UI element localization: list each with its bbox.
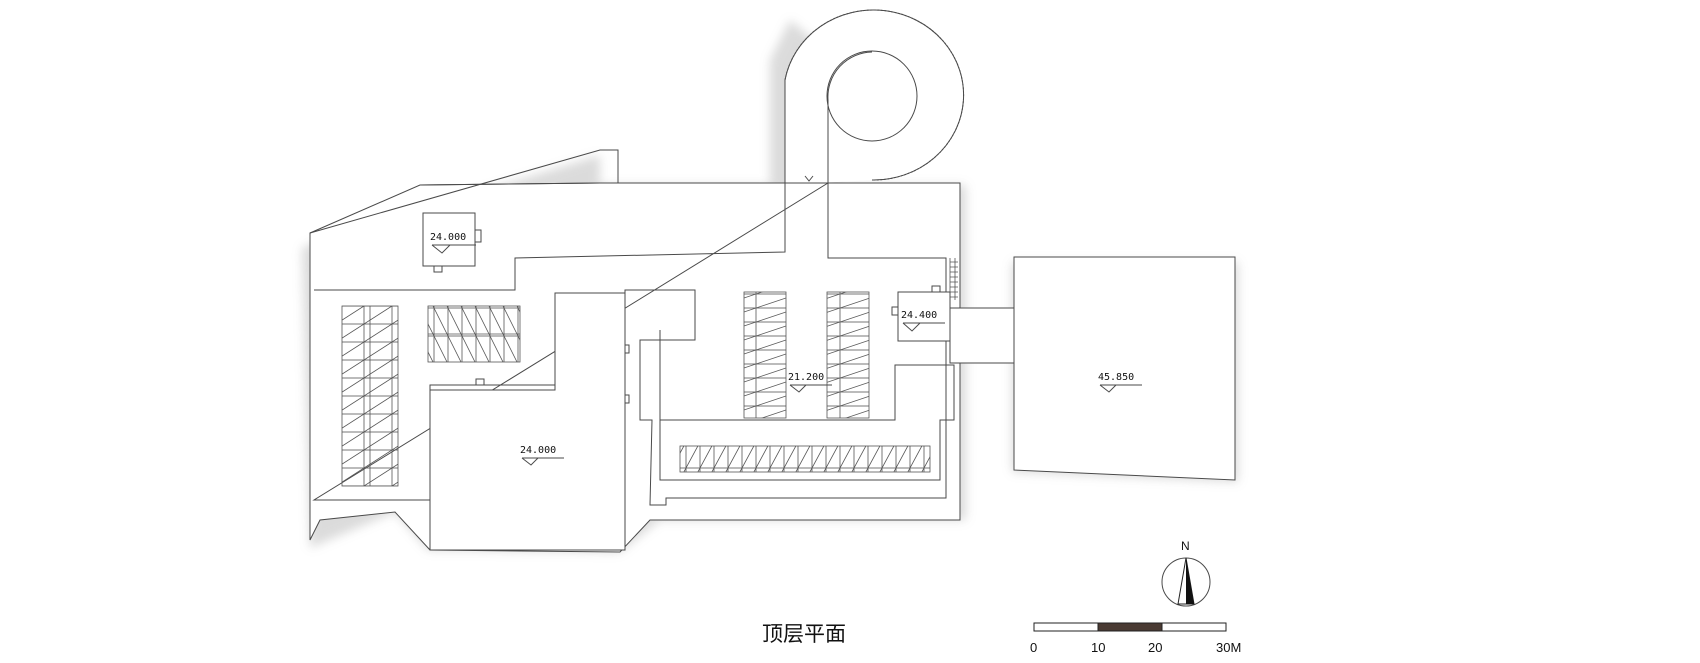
ramp-arrow-icon xyxy=(804,175,814,182)
elevation-upper-left: 24.000 xyxy=(430,232,476,254)
elevation-right: 24.400 xyxy=(901,310,945,332)
elevation-label: 24.000 xyxy=(520,445,556,456)
drawing-title: 顶层平面 xyxy=(762,622,846,646)
scale-bar: 0 10 20 30M xyxy=(1030,622,1241,655)
elevation-east: 45.850 xyxy=(1098,372,1142,393)
scale-label-20: 20 xyxy=(1148,640,1162,655)
elevation-label: 21.200 xyxy=(788,372,824,383)
elevation-label: N xyxy=(1181,539,1190,553)
parking-bay-south xyxy=(679,445,931,473)
stair-core-upper-left xyxy=(422,212,482,273)
north-arrow-icon xyxy=(1186,558,1194,604)
east-roof-block xyxy=(949,256,1236,481)
elevation-label: 24.000 xyxy=(430,232,466,243)
parking-bay-center-a xyxy=(743,291,787,419)
scale-label-0: 0 xyxy=(1030,640,1037,655)
bridge xyxy=(949,307,1015,364)
stair-treads xyxy=(950,261,958,298)
south-roof-block xyxy=(429,292,630,551)
scale-label-10: 10 xyxy=(1091,640,1105,655)
scale-label-30m: 30M xyxy=(1216,640,1241,655)
elevation-central: 21.200 xyxy=(788,372,832,393)
stair-core-right xyxy=(891,285,951,342)
north-arrow: N xyxy=(1161,539,1211,607)
spiral-ramp xyxy=(784,9,965,185)
parking-bay-center-b xyxy=(826,291,870,419)
elevation-south: 24.000 xyxy=(520,445,564,466)
elevation-label: 24.400 xyxy=(901,310,937,321)
elevation-label: 45.850 xyxy=(1098,372,1134,383)
parking-bays xyxy=(341,291,931,487)
